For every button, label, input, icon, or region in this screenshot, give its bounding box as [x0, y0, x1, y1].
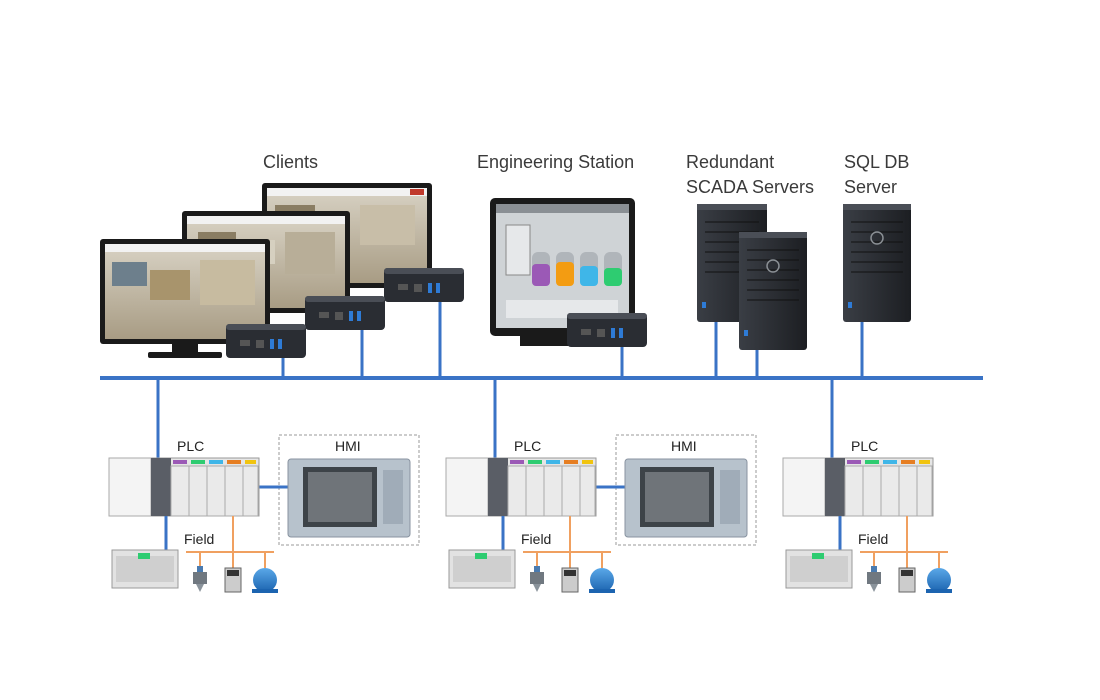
hmi-label-2: HMI: [671, 438, 697, 454]
drive-icon: [898, 567, 916, 593]
hmi-label-1: HMI: [335, 438, 361, 454]
motor-icon: [589, 568, 615, 593]
plc-cell-2: [445, 434, 757, 593]
mini-pc-icon: [305, 296, 385, 330]
mini-pc-icon: [384, 268, 464, 302]
motor-icon: [252, 568, 278, 593]
client-monitor-1: [100, 239, 270, 358]
plc-cell-3: [782, 457, 952, 593]
plc-rack-icon: [782, 457, 934, 517]
redundant-scada-label-line2: SCADA Servers: [686, 177, 815, 197]
hmi-panel-icon: [624, 458, 748, 538]
plc-label-3: PLC: [851, 438, 879, 454]
engineering-monitor: [490, 198, 635, 346]
drive-icon: [224, 567, 242, 593]
motor-icon: [926, 568, 952, 593]
mini-pc-icon: [226, 324, 306, 358]
sql-db-label-line1: SQL DB: [844, 152, 910, 172]
field-label-1: Field: [184, 531, 215, 547]
top-network-drops: [281, 302, 864, 378]
plc-network-drops: [156, 378, 834, 460]
hmi-panel-icon: [287, 458, 411, 538]
io-module-icon: [785, 549, 853, 589]
tower-server-icon: [739, 232, 807, 350]
plc-rack-icon: [445, 457, 597, 517]
tower-server-icon: [843, 204, 911, 322]
plc-cell-1: [108, 434, 420, 593]
field-label-2: Field: [521, 531, 552, 547]
plc-label-1: PLC: [177, 438, 205, 454]
io-module-icon: [111, 549, 179, 589]
io-module-icon: [448, 549, 516, 589]
engineering-station-label: Engineering Station: [477, 152, 635, 172]
valve-icon: [530, 566, 544, 592]
valve-icon: [867, 566, 881, 592]
plc-rack-icon: [108, 457, 260, 517]
hmi-box: [278, 434, 420, 546]
field-label-3: Field: [858, 531, 889, 547]
clients-label: Clients: [263, 152, 319, 172]
mini-pc-icon: [567, 313, 647, 347]
hmi-box: [615, 434, 757, 546]
drive-icon: [561, 567, 579, 593]
valve-icon: [193, 566, 207, 592]
redundant-scada-label-line1: Redundant: [686, 152, 775, 172]
plc-label-2: PLC: [514, 438, 542, 454]
sql-db-label-line2: Server: [844, 177, 898, 197]
